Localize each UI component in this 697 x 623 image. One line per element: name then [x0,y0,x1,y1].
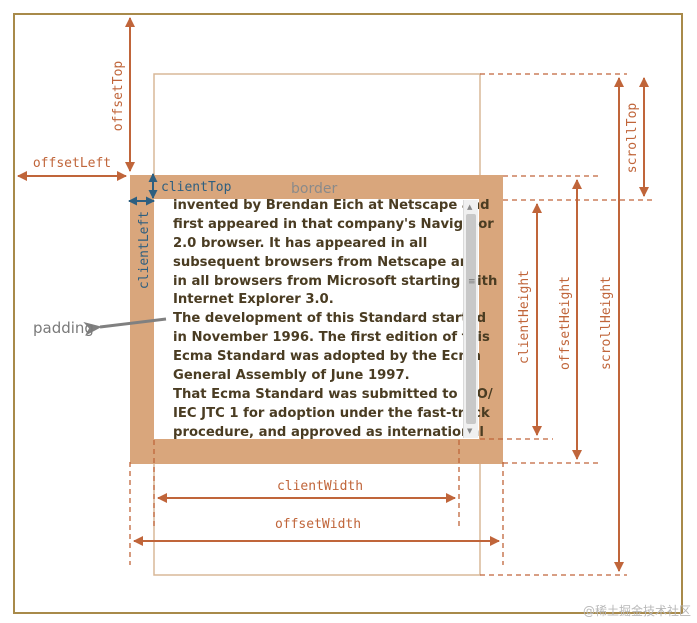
content-line: General Assembly of June 1997. [173,368,410,384]
client-width-label: clientWidth [277,479,363,494]
client-top-label: clientTop [161,180,232,195]
client-arrows [128,173,158,206]
border-label: border [291,181,337,197]
padding-pointer-arrow [83,317,167,336]
content-line: The development of this Standard started [173,311,487,327]
padding-label: padding [33,319,94,337]
content-line: in all browsers from Microsoft starting … [173,273,498,289]
scroll-down-icon[interactable]: ▼ [467,427,473,435]
element-text-content: invented by Brendan Eich at Netscape and… [173,197,498,440]
scrollbar[interactable]: ▲ ≡ ▼ [463,200,478,438]
content-line: 2.0 browser. It has appeared in all [173,235,428,251]
scroll-top-label: scrollTop [625,103,640,174]
content-line: procedure, and approved as international [173,424,484,440]
element-content-area [154,199,479,439]
client-left-label: clientLeft [137,211,152,289]
offset-left-label: offsetLeft [33,156,111,171]
client-height-label: clientHeight [517,270,532,364]
content-line: in November 1996. The first edition of t… [173,330,490,346]
scroll-thumb[interactable]: ≡ [466,214,476,424]
scroll-height-label: scrollHeight [599,276,614,370]
scroll-up-icon[interactable]: ▲ [467,203,473,211]
offset-width-label: offsetWidth [275,517,361,532]
offset-parent-frame [13,13,683,614]
dashed-guides [129,73,655,576]
content-line: Internet Explorer 3.0. [173,292,334,308]
offset-height-label: offsetHeight [558,276,573,370]
offset-top-label: offsetTop [111,61,126,132]
content-line: first appeared in that company's Navigat… [173,216,494,232]
content-line: invented by Brendan Eich at Netscape and [173,198,490,213]
content-line: Ecma Standard was adopted by the Ecma [173,349,481,365]
content-line: IEC JTC 1 for adoption under the fast-tr… [173,405,490,421]
grip-icon: ≡ [468,277,476,287]
measurement-arrows [17,17,649,572]
content-line: That Ecma Standard was submitted to ISO/ [173,386,493,402]
content-line: subsequent browsers from Netscape and [173,254,479,270]
watermark: @稀土掘金技术社区 [582,604,691,618]
